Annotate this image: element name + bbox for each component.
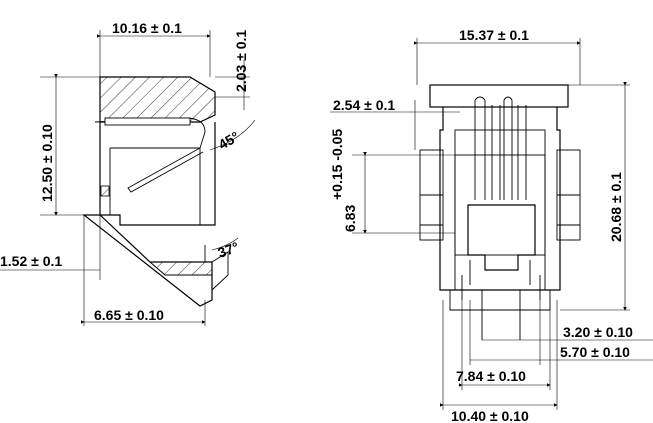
dim-front-pin-spacing-2: 5.70 ± 0.10 xyxy=(560,344,630,360)
dim-front-opening-height: 6.83 xyxy=(342,205,358,232)
side-bottom-wedge xyxy=(82,214,213,307)
dim-front-overall-height: 20.68 ± 0.1 xyxy=(608,172,624,242)
dim-side-width-top: 10.16 ± 0.1 xyxy=(112,20,182,36)
dim-front-opening-tol: +0.15 -0.05 xyxy=(329,129,345,200)
dim-side-height: 12.50 ± 0.10 xyxy=(39,124,55,202)
side-small-hatch xyxy=(100,185,110,197)
angle-45-label: 45° xyxy=(216,128,242,152)
dim-front-pin-spacing-3: 7.84 ± 0.10 xyxy=(456,368,526,384)
dim-front-pin-spacing-1: 3.20 ± 0.10 xyxy=(563,324,633,340)
front-top-cap xyxy=(429,84,569,108)
dim-side-bottom-width: 6.65 ± 0.10 xyxy=(94,307,164,323)
angle-37-label: 37° xyxy=(216,239,241,261)
front-view: 15.37 ± 0.1 2.54 ± 0.1 20.68 ± 0.1 6.83 … xyxy=(329,27,653,423)
dim-front-overall-width: 15.37 ± 0.1 xyxy=(459,27,529,43)
side-top-hatched-block xyxy=(99,76,216,123)
dim-front-body-width: 10.40 ± 0.10 xyxy=(451,408,529,423)
side-body-outline xyxy=(99,122,216,226)
side-bottom-hatched xyxy=(148,261,213,276)
side-contact-spring xyxy=(94,117,206,193)
front-contact-springs xyxy=(474,96,527,200)
dim-front-side-offset: 2.54 ± 0.1 xyxy=(333,97,395,113)
front-rj-opening xyxy=(467,204,536,271)
side-view: 10.16 ± 0.1 2.03 ± 0.1 12.50 ± 0.10 1.52… xyxy=(0,20,256,326)
dim-side-bottom-offset: 1.52 ± 0.1 xyxy=(0,253,62,269)
dim-side-top-thickness: 2.03 ± 0.1 xyxy=(233,30,249,92)
